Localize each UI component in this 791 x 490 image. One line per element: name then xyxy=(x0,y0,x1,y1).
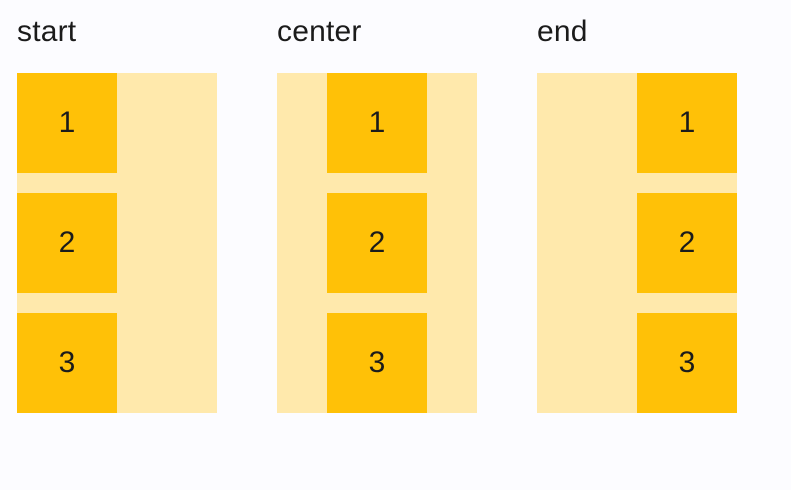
demo-label-center: center xyxy=(277,15,362,48)
demo-label-start: start xyxy=(17,15,77,48)
flex-item: 1 xyxy=(327,73,427,173)
demo-end: end 1 2 3 xyxy=(537,14,737,413)
flex-item: 3 xyxy=(327,313,427,413)
flex-container-center: 1 2 3 xyxy=(277,73,477,413)
flex-item: 2 xyxy=(637,193,737,293)
flex-container-end: 1 2 3 xyxy=(537,73,737,413)
demo-label-end: end xyxy=(537,15,588,48)
flex-container-start: 1 2 3 xyxy=(17,73,217,413)
demo-start: start 1 2 3 xyxy=(17,14,217,413)
flex-item: 1 xyxy=(17,73,117,173)
demo-center: center 1 2 3 xyxy=(277,14,477,413)
flex-item: 3 xyxy=(637,313,737,413)
flex-item: 2 xyxy=(327,193,427,293)
flex-item: 3 xyxy=(17,313,117,413)
flex-item: 2 xyxy=(17,193,117,293)
flex-item: 1 xyxy=(637,73,737,173)
